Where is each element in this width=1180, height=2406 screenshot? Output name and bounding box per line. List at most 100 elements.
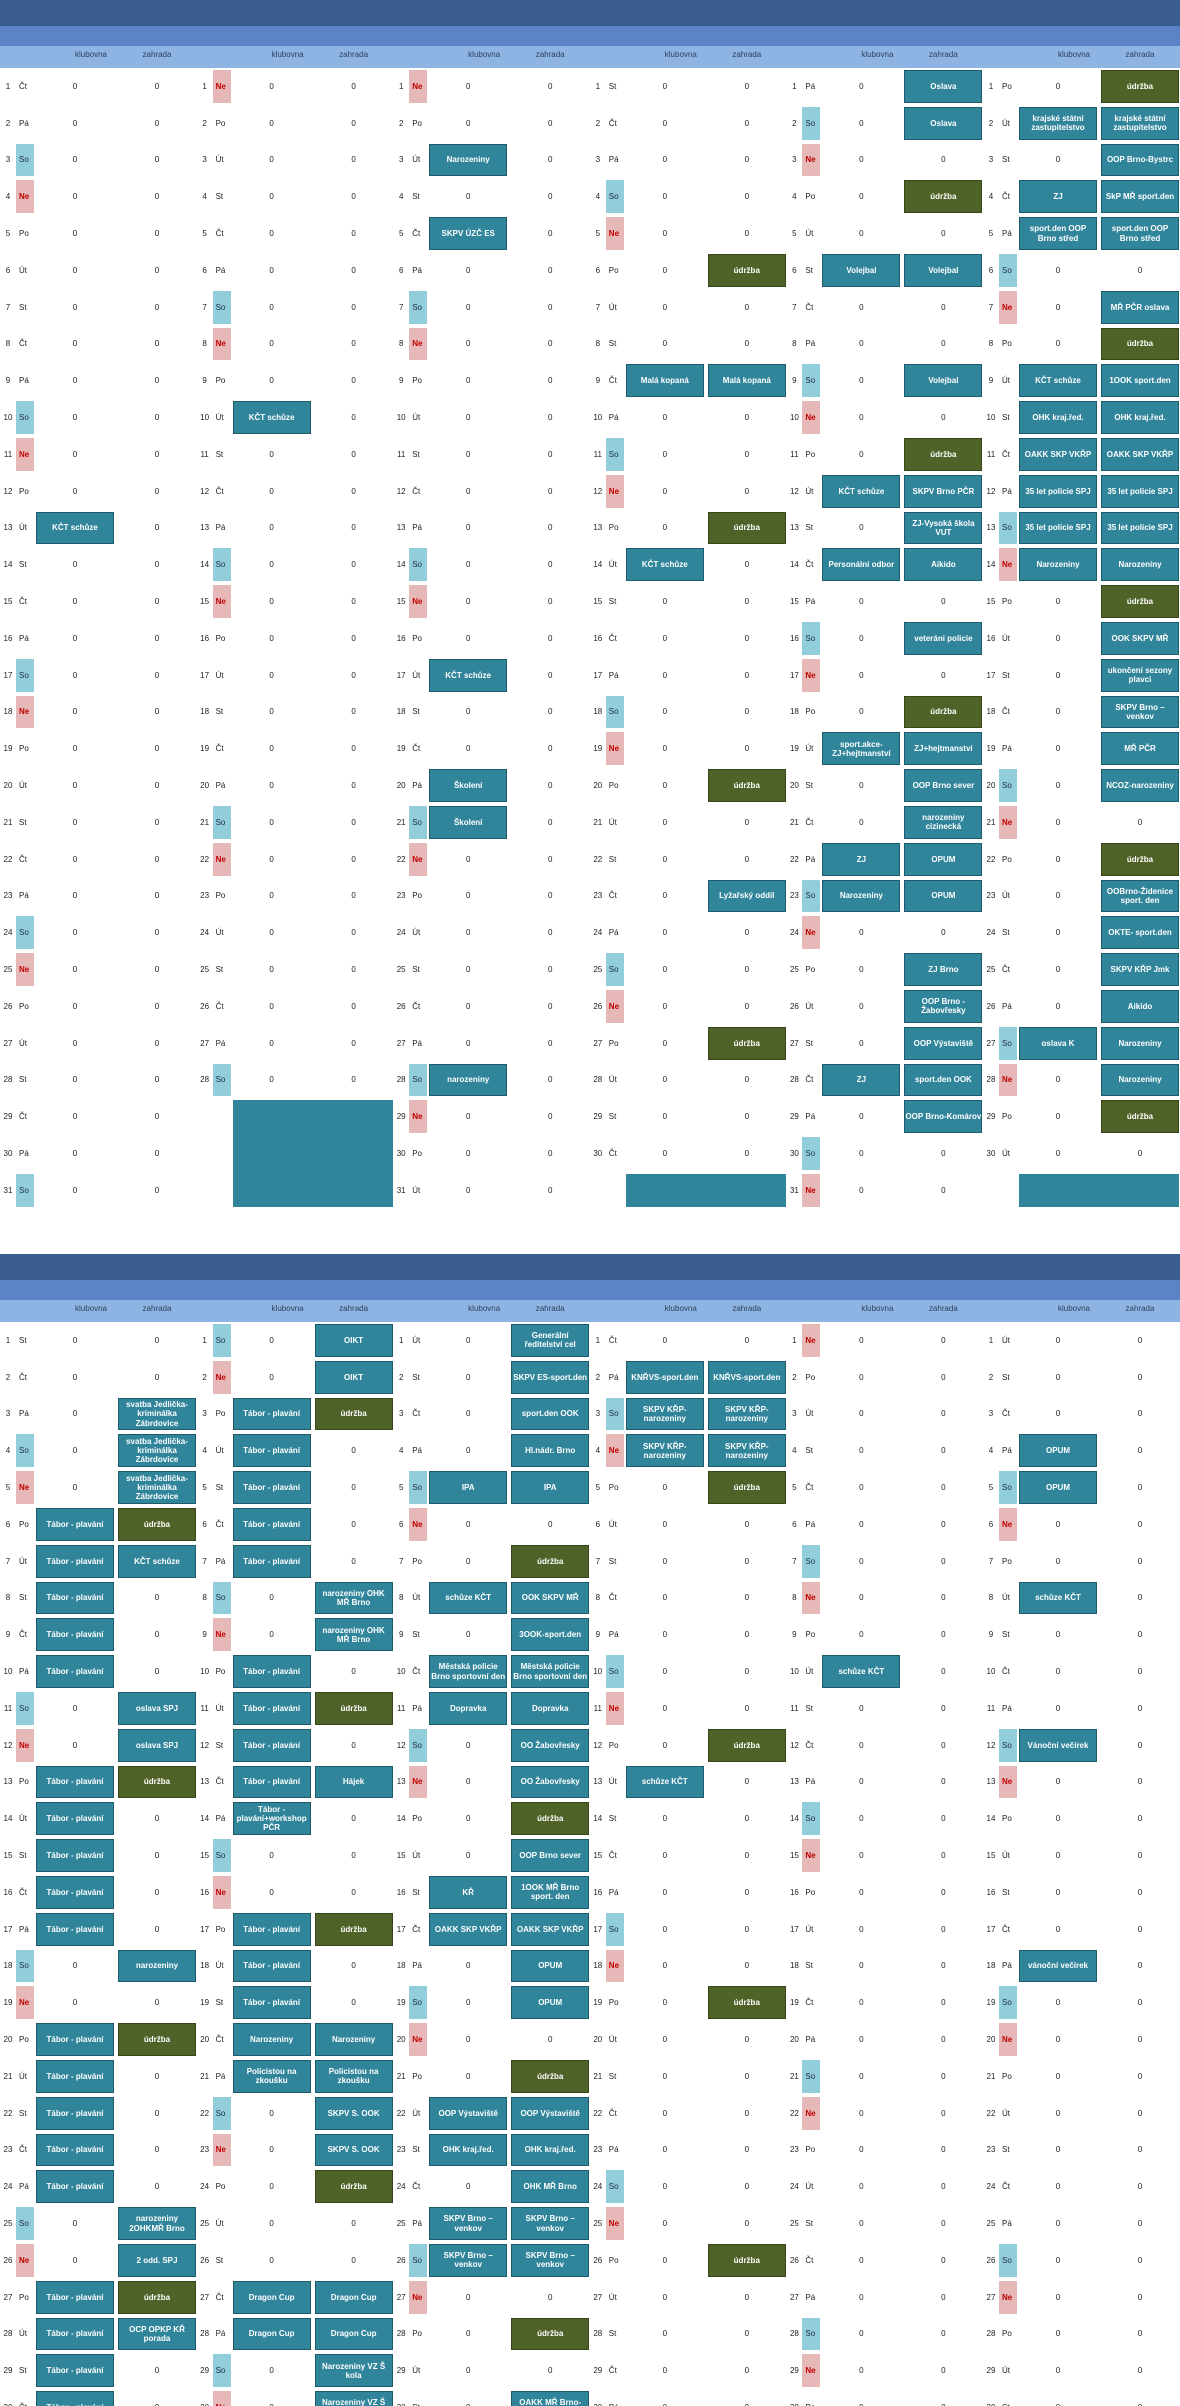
zahrada-booking[interactable]: OO Žabovřesky bbox=[511, 1728, 590, 1762]
zahrada-booking[interactable]: Oslava bbox=[904, 70, 983, 103]
zahrada-free[interactable]: 0 bbox=[1137, 1630, 1143, 1640]
zahrada-booking[interactable]: Lyžařský oddíl bbox=[707, 879, 786, 913]
klubovna-free[interactable]: 0 bbox=[662, 707, 668, 717]
zahrada-booking[interactable]: údržba bbox=[118, 2280, 196, 2314]
klubovna-free[interactable]: 0 bbox=[1055, 780, 1061, 790]
klubovna-free[interactable]: 0 bbox=[72, 376, 78, 386]
klubovna-free[interactable]: 0 bbox=[859, 928, 864, 938]
klubovna-free[interactable]: 0 bbox=[662, 2182, 668, 2192]
zahrada-free[interactable]: 0 bbox=[154, 376, 160, 386]
klubovna-free[interactable]: 0 bbox=[269, 744, 274, 754]
klubovna-free[interactable]: 0 bbox=[859, 1630, 864, 1640]
zahrada-free[interactable]: 0 bbox=[744, 964, 750, 974]
zahrada-booking[interactable]: OOP Brno-Bystrc bbox=[1101, 143, 1179, 177]
klubovna-free[interactable]: 0 bbox=[465, 707, 471, 717]
klubovna-free[interactable]: 0 bbox=[269, 1593, 274, 1603]
zahrada-free[interactable]: 0 bbox=[744, 2145, 750, 2155]
klubovna-booking[interactable]: schůze KČT bbox=[429, 1581, 508, 1615]
klubovna-free[interactable]: 0 bbox=[626, 2391, 704, 2406]
klubovna-booking[interactable]: Tábor - plavání bbox=[36, 1618, 114, 1652]
zahrada-free[interactable]: 0 bbox=[1137, 2145, 1143, 2155]
klubovna-free[interactable]: 0 bbox=[465, 523, 471, 533]
zahrada-booking[interactable]: OOP Výstaviště bbox=[511, 2096, 590, 2130]
zahrada-booking[interactable]: OOBrno-Židenice sport. den bbox=[1101, 879, 1179, 913]
zahrada-free[interactable]: 0 bbox=[547, 228, 553, 238]
zahrada-free[interactable]: 0 bbox=[744, 1887, 750, 1897]
zahrada-free[interactable]: 0 bbox=[351, 339, 356, 349]
klubovna-free[interactable]: 0 bbox=[72, 2218, 78, 2228]
zahrada-booking[interactable]: OOP Výstaviště bbox=[904, 1026, 983, 1060]
zahrada-free[interactable]: 0 bbox=[351, 302, 356, 312]
klubovna-free[interactable]: 0 bbox=[72, 596, 78, 606]
klubovna-free[interactable]: 0 bbox=[662, 449, 668, 459]
klubovna-booking[interactable]: Tábor - plavání bbox=[36, 1655, 114, 1688]
zahrada-free[interactable]: 0 bbox=[744, 1001, 750, 1011]
zahrada-free[interactable]: 0 bbox=[744, 1924, 750, 1934]
klubovna-free[interactable]: 0 bbox=[72, 412, 78, 422]
zahrada-booking[interactable]: veteráni policie bbox=[904, 622, 983, 655]
zahrada-free[interactable]: 0 bbox=[547, 928, 553, 938]
klubovna-free[interactable]: 0 bbox=[465, 192, 471, 202]
zahrada-free[interactable]: 0 bbox=[941, 1703, 946, 1713]
zahrada-booking[interactable]: OAKK SKP VKŘP bbox=[511, 1912, 590, 1946]
klubovna-free[interactable]: 0 bbox=[662, 1519, 668, 1529]
klubovna-free[interactable]: 0 bbox=[662, 2071, 668, 2081]
zahrada-free[interactable]: 0 bbox=[744, 928, 750, 938]
zahrada-free[interactable]: 0 bbox=[547, 81, 553, 91]
klubovna-free[interactable]: 0 bbox=[1055, 1556, 1061, 1566]
klubovna-booking[interactable]: OHK kraj.řed. bbox=[429, 2133, 508, 2167]
zahrada-free[interactable]: 0 bbox=[351, 670, 356, 680]
zahrada-free[interactable]: 0 bbox=[744, 192, 750, 202]
klubovna-free[interactable]: 0 bbox=[465, 1001, 471, 1011]
zahrada-free[interactable]: 0 bbox=[547, 265, 553, 275]
klubovna-booking[interactable]: Tábor - plavání bbox=[232, 1397, 311, 1431]
zahrada-free[interactable]: 0 bbox=[744, 1519, 750, 1529]
klubovna-free[interactable]: 0 bbox=[1055, 1887, 1061, 1897]
zahrada-free[interactable]: 0 bbox=[547, 633, 553, 643]
klubovna-free[interactable]: 0 bbox=[465, 1112, 471, 1122]
zahrada-booking[interactable]: OIKT bbox=[314, 1360, 393, 1394]
klubovna-free[interactable]: 0 bbox=[72, 1112, 78, 1122]
zahrada-free[interactable]: 0 bbox=[941, 2145, 946, 2155]
zahrada-free[interactable]: 0 bbox=[154, 265, 160, 275]
zahrada-free[interactable]: 0 bbox=[154, 2108, 160, 2118]
zahrada-booking[interactable]: údržba bbox=[314, 1912, 393, 1946]
klubovna-free[interactable]: 0 bbox=[1055, 2145, 1061, 2155]
klubovna-free[interactable]: 0 bbox=[1055, 1666, 1061, 1676]
klubovna-free[interactable]: 0 bbox=[465, 302, 471, 312]
klubovna-free[interactable]: 0 bbox=[859, 707, 864, 717]
klubovna-booking[interactable]: Tábor - plavání bbox=[232, 1434, 311, 1468]
zahrada-free[interactable]: 0 bbox=[1137, 2329, 1143, 2339]
zahrada-free[interactable]: 0 bbox=[1137, 1446, 1143, 1456]
zahrada-free[interactable]: 0 bbox=[154, 339, 160, 349]
zahrada-booking[interactable]: Narozeniny bbox=[314, 2023, 393, 2056]
zahrada-free[interactable]: 0 bbox=[744, 707, 750, 717]
zahrada-free[interactable]: 0 bbox=[744, 2329, 750, 2339]
klubovna-free[interactable]: 0 bbox=[1055, 1814, 1061, 1824]
zahrada-free[interactable]: 0 bbox=[941, 1185, 946, 1195]
zahrada-booking[interactable]: údržba bbox=[314, 1692, 393, 1725]
klubovna-booking[interactable]: Tábor - plavání bbox=[36, 1581, 114, 1615]
zahrada-free[interactable]: 0 bbox=[154, 486, 160, 496]
zahrada-free[interactable]: 0 bbox=[941, 1666, 946, 1676]
klubovna-free[interactable]: 0 bbox=[465, 486, 471, 496]
klubovna-free[interactable]: 0 bbox=[465, 1372, 471, 1382]
klubovna-free[interactable]: 0 bbox=[859, 1038, 864, 1048]
zahrada-free[interactable]: 0 bbox=[351, 376, 356, 386]
zahrada-free[interactable]: 0 bbox=[744, 486, 750, 496]
klubovna-free[interactable]: 0 bbox=[72, 2255, 78, 2265]
zahrada-free[interactable]: 0 bbox=[744, 2292, 750, 2302]
zahrada-free[interactable]: 0 bbox=[154, 228, 160, 238]
zahrada-free[interactable]: 0 bbox=[351, 1961, 356, 1971]
klubovna-free[interactable]: 0 bbox=[662, 1740, 668, 1750]
klubovna-free[interactable]: 0 bbox=[465, 81, 471, 91]
zahrada-free[interactable]: 0 bbox=[547, 854, 553, 864]
klubovna-booking[interactable]: KNŘVS-sport.den bbox=[625, 1360, 704, 1394]
klubovna-booking[interactable]: ZJ bbox=[822, 1063, 901, 1097]
klubovna-free[interactable]: 0 bbox=[1055, 1001, 1061, 1011]
zahrada-booking[interactable]: údržba bbox=[1101, 1100, 1179, 1134]
klubovna-free[interactable]: 0 bbox=[1055, 1703, 1061, 1713]
zahrada-free[interactable]: 0 bbox=[941, 2034, 946, 2044]
zahrada-free[interactable]: 0 bbox=[941, 1556, 946, 1566]
klubovna-free[interactable]: 0 bbox=[1055, 265, 1061, 275]
